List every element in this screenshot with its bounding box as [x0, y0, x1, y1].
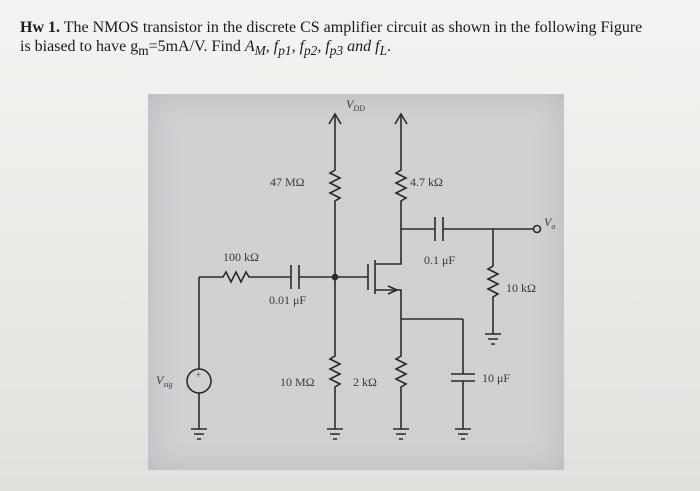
vo-terminal — [532, 224, 542, 234]
label-source: 2 kΩ — [353, 375, 377, 389]
problem-line-2: is biased to have gm=5mA/V. Find AM, fp1… — [20, 37, 690, 60]
problem-line-1: Hw 1. The NMOS transistor in the discret… — [20, 18, 690, 37]
ground-vsig — [191, 393, 207, 440]
cap-in-plates — [290, 265, 300, 289]
resistor-sig — [199, 270, 291, 284]
mosfet-arrow — [387, 285, 399, 295]
problem-statement: Hw 1. The NMOS transistor in the discret… — [20, 18, 690, 60]
problem-end: . — [387, 38, 391, 55]
gm-subscript: m — [138, 43, 149, 59]
ground-gate — [327, 414, 343, 440]
vdd-label: VDD — [346, 97, 365, 113]
ground-cap-source — [455, 428, 471, 440]
resistor-47M — [328, 164, 342, 274]
vsig-label: Vsig — [156, 373, 173, 389]
label-drain: 4.7 kΩ — [410, 175, 443, 189]
cap-source — [451, 319, 475, 429]
resistor-10M — [328, 277, 342, 414]
hw-label: Hw 1. — [20, 19, 60, 36]
gm-value: =5mA/V. Find — [148, 38, 245, 55]
label-cap-in: 0.01 μF — [269, 293, 306, 307]
problem-text-1: The NMOS transistor in the discrete CS a… — [60, 19, 643, 36]
label-47M: 47 MΩ — [270, 175, 305, 189]
label-load: 10 kΩ — [506, 281, 536, 295]
mosfet-terminals — [375, 259, 402, 319]
target-am: AM, fp1, fp2, fp3 and fL — [244, 38, 387, 59]
label-cap-out: 0.1 μF — [424, 253, 455, 267]
ground-source — [393, 414, 409, 440]
circuit-figure: + VDD 47 MΩ 4.7 kΩ 0.1 μF Vo 100 kΩ 0.01… — [148, 94, 564, 470]
problem-text-2: is biased to have g — [20, 38, 139, 55]
label-cap-source: 10 μF — [482, 371, 510, 385]
resistor-drain — [394, 164, 408, 229]
resistor-source — [394, 319, 408, 414]
circuit-diagram: + VDD 47 MΩ 4.7 kΩ 0.1 μF Vo 100 kΩ 0.01… — [156, 97, 555, 440]
label-10M: 10 MΩ — [280, 375, 315, 389]
ground-load — [485, 319, 501, 345]
cap-out-plates — [434, 217, 444, 241]
vsig-plus: + — [196, 370, 201, 380]
vo-label: Vo — [544, 215, 555, 231]
resistor-load — [486, 229, 500, 319]
label-rsig: 100 kΩ — [223, 250, 259, 264]
